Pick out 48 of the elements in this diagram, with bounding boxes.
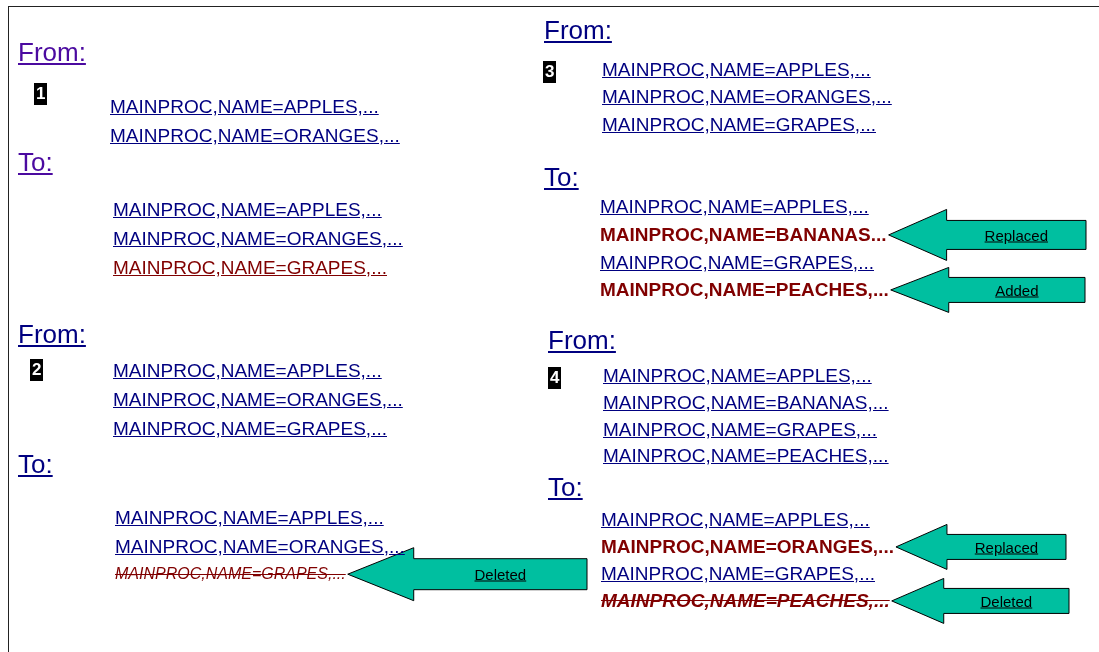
code-line: MAINPROC,NAME=ORANGES,... bbox=[113, 389, 403, 411]
code-line: MAINPROC,NAME=GRAPES,... bbox=[113, 257, 387, 279]
code-line: MAINPROC,NAME=PEACHES,... bbox=[603, 445, 889, 467]
step-number-badge: 1 bbox=[34, 83, 48, 105]
code-line: MAINPROC,NAME=BANANAS... bbox=[600, 224, 887, 246]
code-line: MAINPROC,NAME=GRAPES,... bbox=[602, 114, 876, 136]
callout-arrow bbox=[890, 266, 1086, 313]
edge-label: Deleted bbox=[980, 592, 1033, 610]
code-line: MAINPROC,NAME=BANANAS,... bbox=[603, 392, 889, 414]
code-line: MAINPROC,NAME=APPLES,... bbox=[603, 365, 872, 387]
code-line: MAINPROC,NAME=PEACHES,... bbox=[601, 590, 890, 612]
section-heading: To: bbox=[548, 473, 583, 503]
section-heading: To: bbox=[18, 148, 53, 178]
code-line: MAINPROC,NAME=PEACHES,... bbox=[600, 279, 889, 301]
code-line: MAINPROC,NAME=ORANGES,... bbox=[602, 86, 892, 108]
callout-arrow bbox=[888, 208, 1087, 261]
code-line: MAINPROC,NAME=APPLES,... bbox=[110, 96, 379, 118]
section-heading: To: bbox=[544, 163, 579, 193]
code-line: MAINPROC,NAME=GRAPES,... bbox=[113, 418, 387, 440]
code-line: MAINPROC,NAME=GRAPES,... bbox=[601, 563, 875, 585]
code-line: MAINPROC,NAME=APPLES,... bbox=[115, 507, 384, 529]
code-line: MAINPROC,NAME=APPLES,... bbox=[600, 196, 869, 218]
code-line: MAINPROC,NAME=ORANGES,... bbox=[601, 536, 894, 558]
code-line: MAINPROC,NAME=APPLES,... bbox=[602, 59, 871, 81]
section-heading: From: bbox=[18, 38, 86, 68]
step-number-badge: 2 bbox=[30, 359, 44, 381]
callout-arrow bbox=[891, 577, 1070, 624]
code-line: MAINPROC,NAME=GRAPES,... bbox=[600, 252, 874, 274]
section-heading: From: bbox=[18, 320, 86, 350]
code-line: MAINPROC,NAME=GRAPES,... bbox=[603, 419, 877, 441]
callout-arrow bbox=[347, 547, 588, 602]
callout-arrow bbox=[895, 523, 1067, 570]
step-number-badge: 3 bbox=[543, 61, 557, 83]
code-line: MAINPROC,NAME=APPLES,... bbox=[601, 509, 870, 531]
code-line: MAINPROC,NAME=APPLES,... bbox=[113, 360, 382, 382]
code-line: MAINPROC,NAME=ORANGES,... bbox=[113, 228, 403, 250]
edge-label: Deleted bbox=[474, 565, 527, 583]
code-line: MAINPROC,NAME=APPLES,... bbox=[113, 199, 382, 221]
edge-label: Replaced bbox=[984, 226, 1048, 244]
section-heading: To: bbox=[18, 450, 53, 480]
section-heading: From: bbox=[544, 16, 612, 46]
section-heading: From: bbox=[548, 326, 616, 356]
code-line: MAINPROC,NAME=GRAPES,... bbox=[115, 565, 346, 584]
edge-label: Replaced bbox=[974, 538, 1039, 556]
step-number-badge: 4 bbox=[548, 367, 562, 389]
code-line: MAINPROC,NAME=ORANGES,... bbox=[110, 125, 400, 147]
code-line: MAINPROC,NAME=ORANGES,... bbox=[115, 536, 405, 558]
edge-label: Added bbox=[995, 281, 1039, 299]
